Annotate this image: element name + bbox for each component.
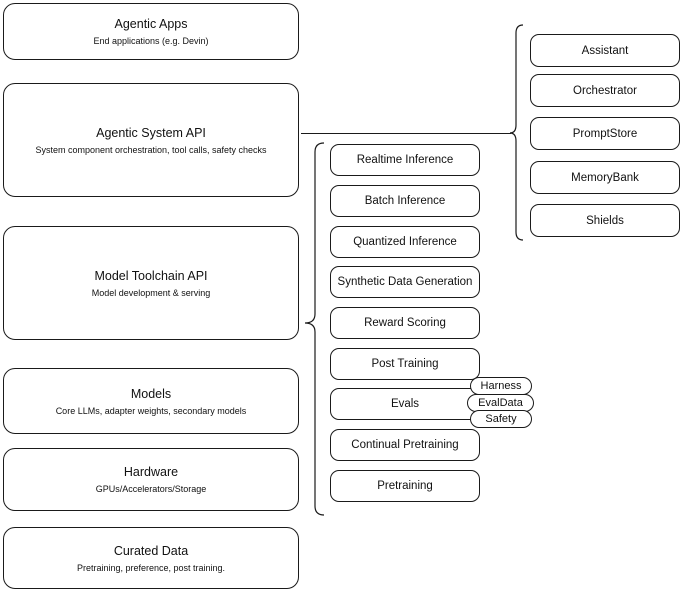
component-label: Realtime Inference (356, 154, 454, 166)
component-label: MemoryBank (571, 171, 639, 184)
system-component-orchestrator[interactable]: Orchestrator (530, 74, 680, 107)
toolchain-component-quantized-inference[interactable]: Quantized Inference (330, 226, 480, 258)
stack-layer-subtitle: Core LLMs, adapter weights, secondary mo… (55, 405, 247, 416)
component-label: Quantized Inference (353, 236, 457, 248)
eval-tag-harness[interactable]: Harness (470, 377, 532, 395)
toolchain-component-pretraining[interactable]: Pretraining (330, 470, 480, 502)
component-label: PromptStore (572, 127, 638, 140)
stack-layer-subtitle: System component orchestration, tool cal… (35, 144, 267, 155)
component-label: Orchestrator (573, 84, 637, 97)
stack-layer-subtitle: Model development & serving (91, 287, 211, 298)
eval-tag-label: EvalData (478, 396, 523, 409)
stack-layer-hardware[interactable]: Hardware GPUs/Accelerators/Storage (3, 448, 299, 511)
component-label: Continual Pretraining (351, 439, 459, 451)
component-label: Pretraining (377, 480, 433, 492)
stack-layer-subtitle: End applications (e.g. Devin) (93, 36, 209, 46)
stack-layer-title: Curated Data (113, 543, 189, 558)
stack-layer-subtitle: Pretraining, preference, post training. (76, 562, 226, 573)
eval-tag-safety[interactable]: Safety (470, 410, 532, 428)
toolchain-component-reward-scoring[interactable]: Reward Scoring (330, 307, 480, 339)
toolchain-component-evals[interactable]: Evals (330, 388, 480, 420)
system-component-memorybank[interactable]: MemoryBank (530, 161, 680, 194)
toolchain-component-realtime-inference[interactable]: Realtime Inference (330, 144, 480, 176)
connector-line-system-api (301, 133, 511, 134)
toolchain-component-synthetic-data-generation[interactable]: Synthetic Data Generation (330, 266, 480, 298)
stack-layer-agentic-system-api[interactable]: Agentic System API System component orch… (3, 83, 299, 197)
stack-layer-subtitle: GPUs/Accelerators/Storage (95, 484, 207, 494)
stack-layer-title: Hardware (123, 465, 179, 479)
stack-layer-models[interactable]: Models Core LLMs, adapter weights, secon… (3, 368, 299, 434)
component-label: Shields (586, 214, 624, 227)
component-label: Post Training (371, 358, 439, 370)
eval-tag-label: Harness (480, 379, 522, 392)
stack-layer-title: Model Toolchain API (94, 268, 208, 283)
system-component-assistant[interactable]: Assistant (530, 34, 680, 67)
brace-toolchain-components (304, 142, 325, 516)
component-label: Assistant (581, 44, 629, 57)
system-component-shields[interactable]: Shields (530, 204, 680, 237)
stack-layer-model-toolchain-api[interactable]: Model Toolchain API Model development & … (3, 226, 299, 340)
toolchain-component-batch-inference[interactable]: Batch Inference (330, 185, 480, 217)
component-label: Batch Inference (364, 195, 446, 207)
stack-layer-agentic-apps[interactable]: Agentic Apps End applications (e.g. Devi… (3, 3, 299, 60)
eval-tag-label: Safety (485, 412, 517, 425)
component-label: Synthetic Data Generation (337, 276, 473, 288)
stack-layer-title: Agentic System API (96, 125, 206, 140)
stack-layer-title: Agentic Apps (114, 17, 188, 31)
stack-layer-curated-data[interactable]: Curated Data Pretraining, preference, po… (3, 527, 299, 589)
toolchain-component-continual-pretraining[interactable]: Continual Pretraining (330, 429, 480, 461)
component-label: Evals (390, 398, 420, 410)
brace-system-components (509, 24, 524, 241)
stack-layer-title: Models (130, 386, 172, 401)
toolchain-component-post-training[interactable]: Post Training (330, 348, 480, 380)
component-label: Reward Scoring (364, 317, 446, 329)
system-component-promptstore[interactable]: PromptStore (530, 117, 680, 150)
